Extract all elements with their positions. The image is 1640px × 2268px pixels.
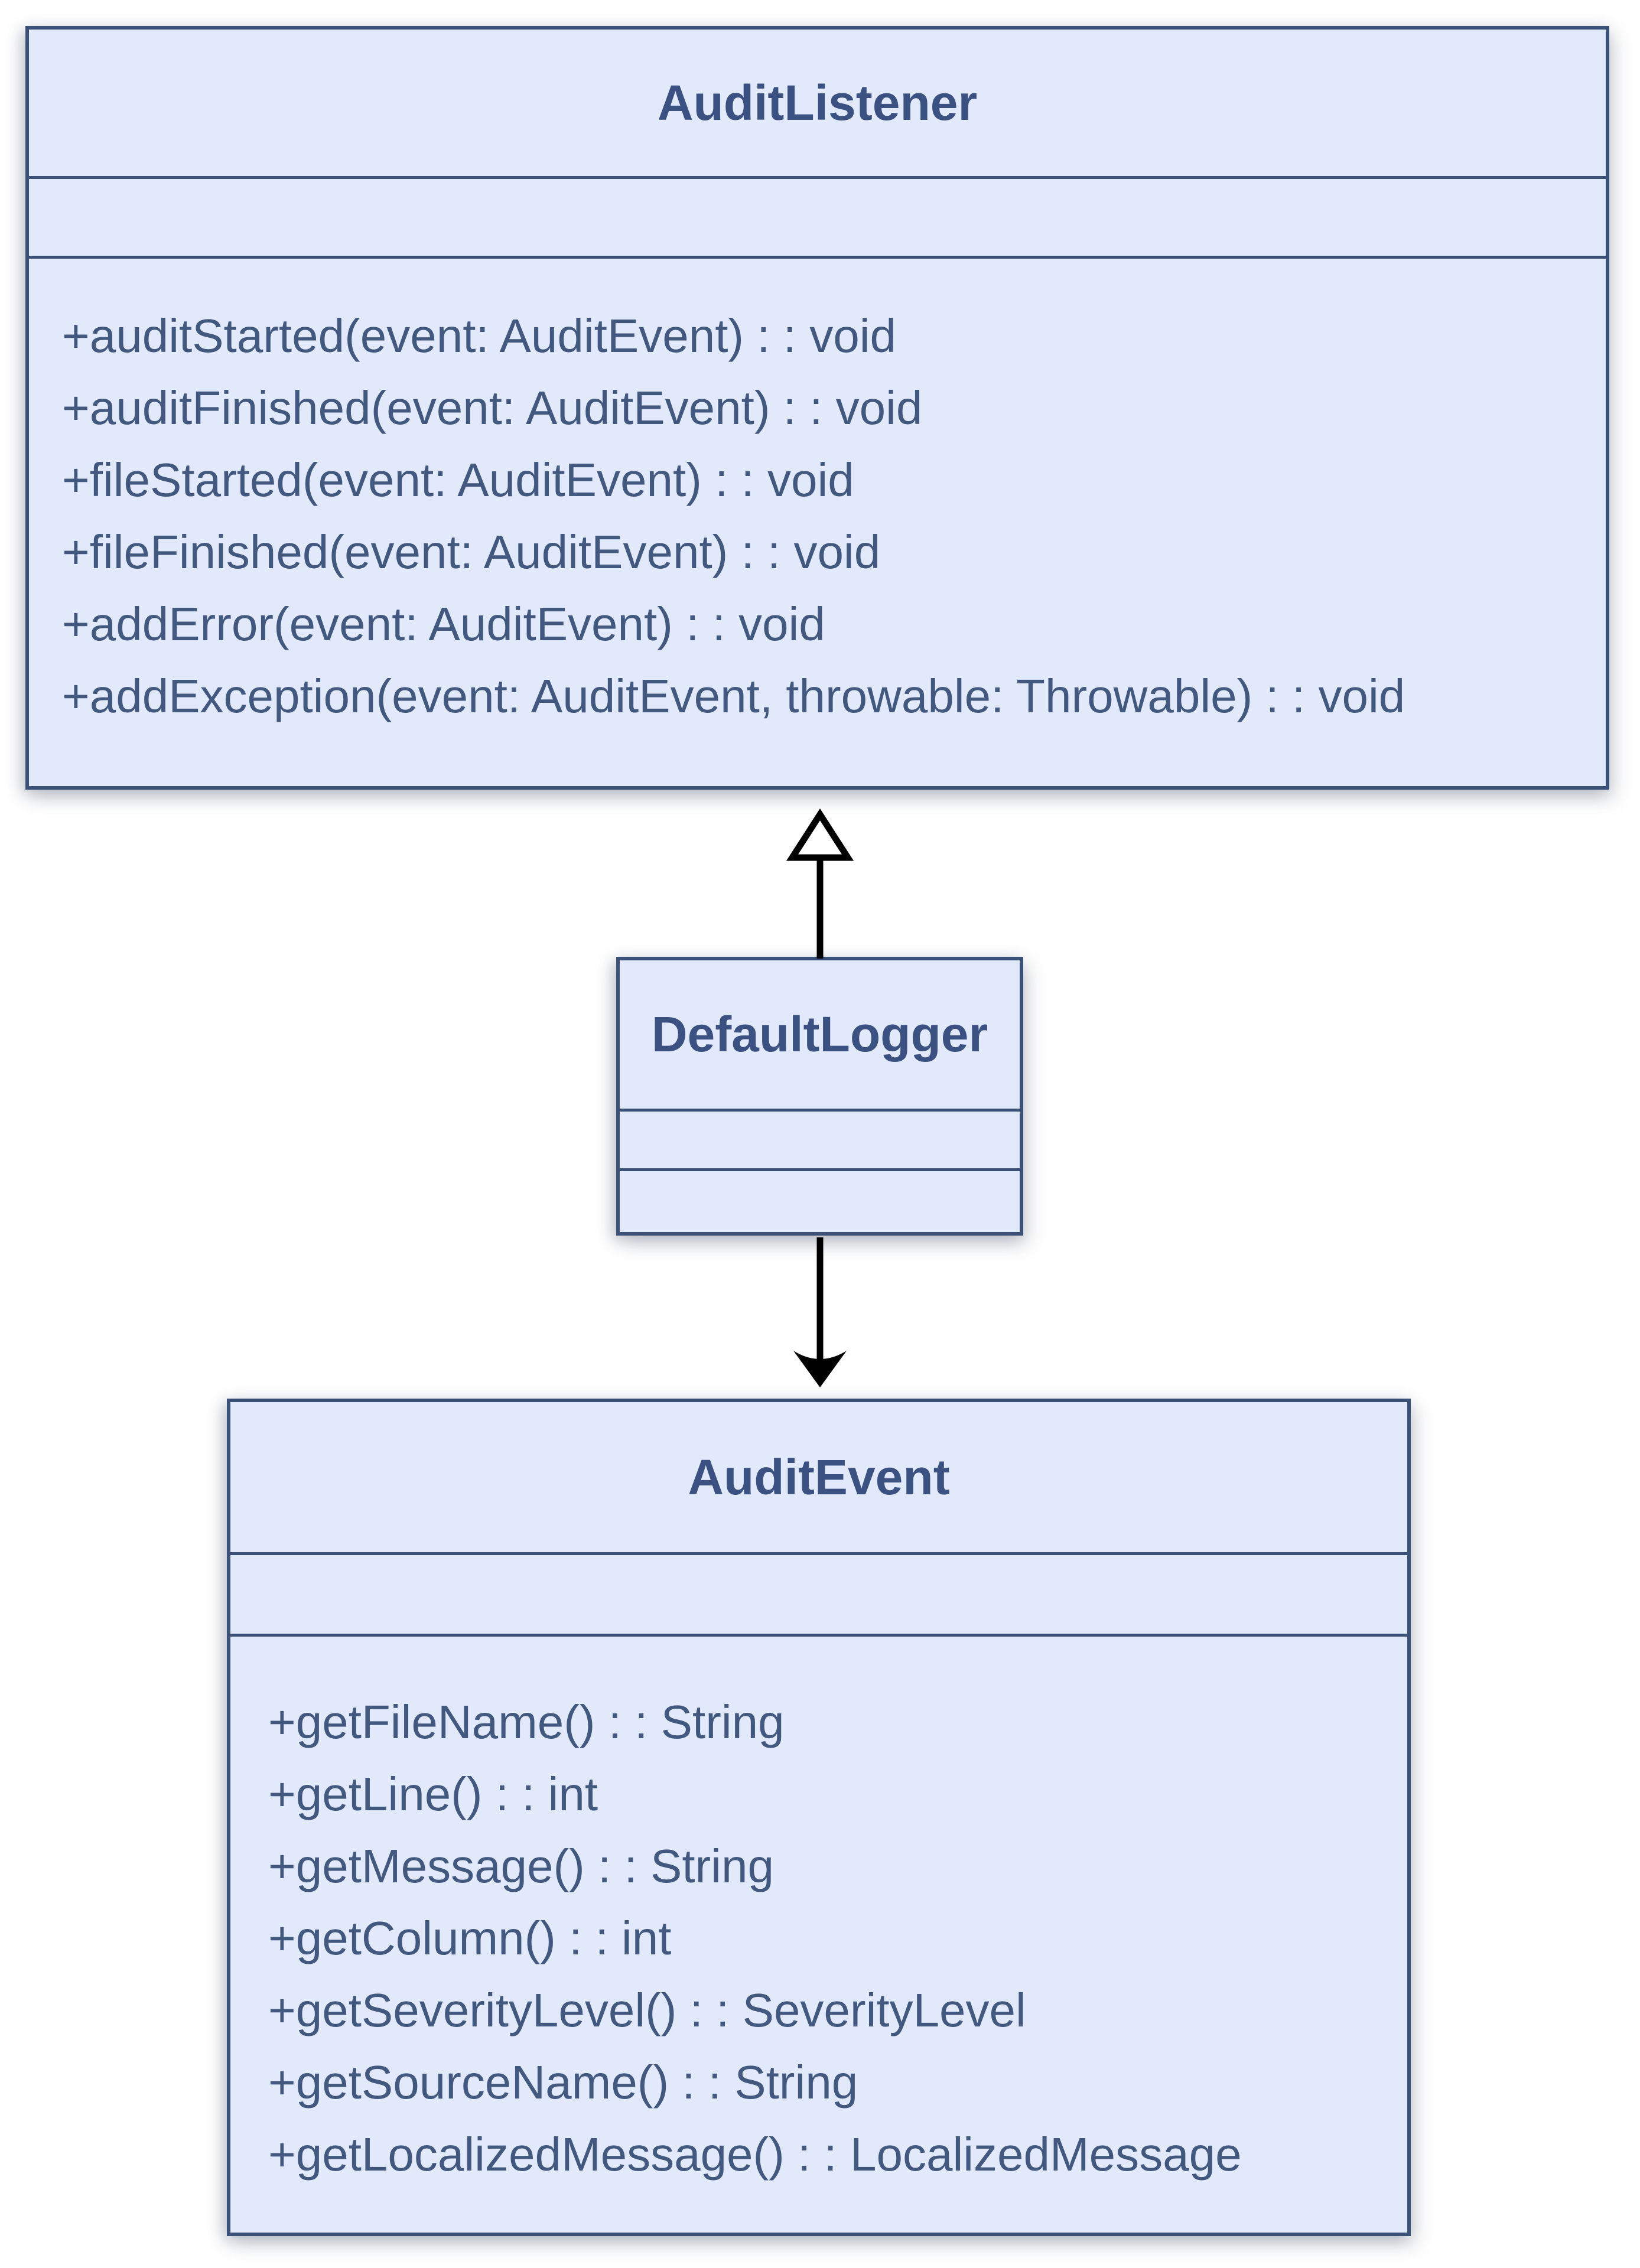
- open-arrowhead: [793, 1351, 847, 1387]
- attributes-compartment-auditevent: [230, 1555, 1407, 1637]
- method-item: +auditFinished(event: AuditEvent) : : vo…: [62, 382, 923, 434]
- realization-arrow-defaultlogger-auditlistener: [786, 808, 854, 959]
- class-box-auditevent: AuditEvent +getFileName() : : String+get…: [227, 1399, 1411, 2236]
- class-title-auditlistener: AuditListener: [29, 30, 1606, 179]
- methods-compartment-auditevent: +getFileName() : : String +getLine() : : …: [230, 1637, 1407, 2233]
- method-item: +getFileName() : : String: [268, 1696, 785, 1748]
- method-item: +getLocalizedMessage() : : LocalizedMess…: [268, 2128, 1242, 2181]
- method-item: +auditStarted(event: AuditEvent) : : voi…: [62, 309, 896, 362]
- hollow-triangle-arrowhead: [786, 808, 854, 861]
- attributes-compartment-defaultlogger: [620, 1112, 1020, 1171]
- method-item: +getColumn() : : int: [268, 1912, 672, 1964]
- class-box-defaultlogger: DefaultLogger: [616, 957, 1023, 1236]
- method-item: +fileStarted(event: AuditEvent) : : void: [62, 454, 854, 506]
- methods-compartment-defaultlogger: [620, 1171, 1020, 1232]
- methods-compartment-auditlistener: +auditStarted(event: AuditEvent) : : voi…: [29, 259, 1606, 786]
- method-item: +getSourceName() : : String: [268, 2056, 858, 2109]
- method-item: +getMessage() : : String: [268, 1840, 774, 1892]
- class-title-auditevent: AuditEvent: [230, 1402, 1407, 1555]
- method-item: +getLine() : : int: [268, 1768, 598, 1820]
- association-arrow-defaultlogger-auditevent: [793, 1237, 847, 1387]
- method-item: +getSeverityLevel() : : SeverityLevel: [268, 1984, 1026, 2036]
- method-item: +fileFinished(event: AuditEvent) : : voi…: [62, 526, 881, 578]
- class-title-defaultlogger: DefaultLogger: [620, 960, 1020, 1112]
- class-box-auditlistener: AuditListener +auditStarted(event: Audit…: [25, 26, 1609, 790]
- method-item: +addError(event: AuditEvent) : : void: [62, 598, 825, 650]
- method-item: +addException(event: AuditEvent, throwab…: [62, 670, 1405, 722]
- attributes-compartment-auditlistener: [29, 179, 1606, 259]
